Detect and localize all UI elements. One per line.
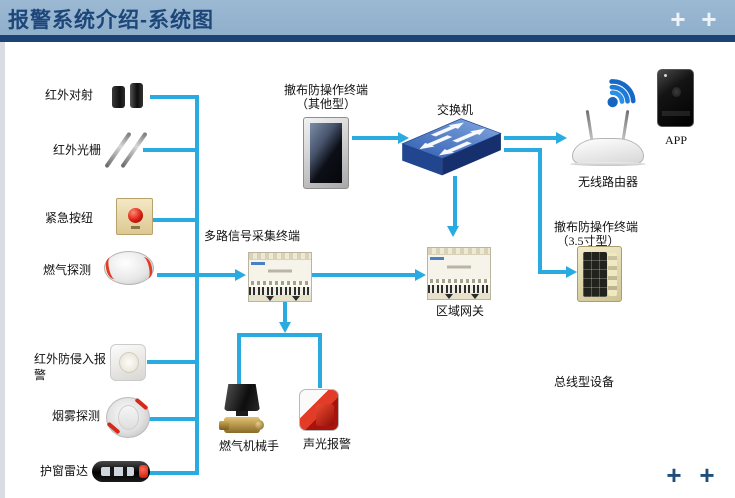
label-pir-intrusion: 红外防侵入报警	[34, 352, 107, 382]
gas-valve-actuator-icon	[219, 384, 264, 438]
arm-disarm-terminal-35-icon	[577, 246, 622, 302]
smoke-detector-icon	[106, 397, 150, 438]
left-edge	[0, 42, 5, 498]
label-smoke-detector: 烟雾探测	[52, 409, 101, 423]
connector-stub	[150, 95, 199, 99]
emergency-button-icon	[116, 198, 153, 235]
wifi-icon	[594, 62, 650, 121]
gateway-device	[427, 247, 491, 300]
label-emergency-button: 紧急按纽	[45, 211, 94, 225]
connector-split-horizontal	[237, 333, 322, 337]
label-sound-light: 声光报警	[302, 437, 351, 451]
label-infrared-grating: 红外光栅	[53, 143, 102, 157]
plus-icon[interactable]: +	[699, 460, 715, 490]
gas-detector-icon	[104, 251, 154, 285]
arrow-head	[398, 132, 409, 144]
connector-stub	[153, 218, 199, 222]
network-switch-icon	[398, 114, 503, 185]
label-terminal-other-title: 撤布防操作终端	[283, 83, 368, 97]
label-gas-valve: 燃气机械手	[218, 439, 279, 453]
connector-switch-router	[504, 136, 556, 140]
label-terminal-other-subtitle: （其他型）	[295, 97, 356, 111]
label-collector: 多路信号采集终端	[204, 229, 301, 243]
arrow-head	[235, 269, 246, 281]
label-terminal-35-title: 撤布防操作终端	[553, 220, 638, 234]
label-gateway: 区域网关	[435, 304, 484, 318]
label-infrared-beam: 红外对射	[45, 88, 94, 102]
connector-collector-gateway	[312, 273, 415, 277]
smartphone-app-icon	[657, 69, 694, 127]
label-router: 无线路由器	[577, 175, 638, 189]
infrared-beam-icon	[112, 80, 146, 108]
label-switch: 交换机	[436, 103, 473, 117]
connector-switch-keypad-3	[542, 270, 566, 274]
connector-stub	[147, 471, 199, 475]
connector-terminal-switch	[352, 136, 398, 140]
arrow-head	[556, 132, 567, 144]
label-bus-devices: 总线型设备	[554, 375, 615, 389]
connector-to-collector	[157, 273, 235, 277]
plus-icon[interactable]: +	[701, 4, 717, 34]
header	[0, 0, 735, 35]
window-radar-icon	[92, 461, 150, 482]
connector-stub	[143, 148, 199, 152]
connector-switch-gateway	[453, 176, 457, 226]
pir-intrusion-detector-icon	[110, 344, 146, 381]
wireless-router-icon	[570, 109, 648, 172]
arrow-head	[566, 266, 577, 278]
connector-switch-keypad-2	[538, 148, 542, 274]
plus-icon[interactable]: +	[670, 4, 686, 34]
connector-to-gas-valve	[237, 333, 241, 384]
collector-device	[248, 252, 312, 302]
page-title: 报警系统介绍-系统图	[8, 9, 214, 32]
label-window-radar: 护窗雷达	[40, 464, 89, 478]
connector-switch-keypad-1	[504, 148, 542, 152]
connector-to-siren	[318, 333, 322, 388]
label-gas-detector: 燃气探测	[43, 263, 92, 277]
connector-stub	[149, 417, 199, 421]
arrow-head	[447, 226, 459, 237]
arrow-head	[279, 322, 291, 333]
header-divider	[0, 35, 735, 42]
arrow-head	[415, 269, 426, 281]
arm-disarm-terminal-other-icon	[303, 117, 349, 189]
connector-stub	[147, 360, 199, 364]
plus-icon[interactable]: +	[666, 460, 682, 490]
label-terminal-35-subtitle: （3.5寸型）	[556, 234, 620, 248]
connector-collector-down	[283, 302, 287, 322]
connector-bus-vertical	[195, 95, 199, 475]
infrared-grating-icon	[104, 129, 148, 171]
label-app: APP	[664, 133, 687, 147]
sound-light-alarm-icon	[299, 389, 339, 431]
